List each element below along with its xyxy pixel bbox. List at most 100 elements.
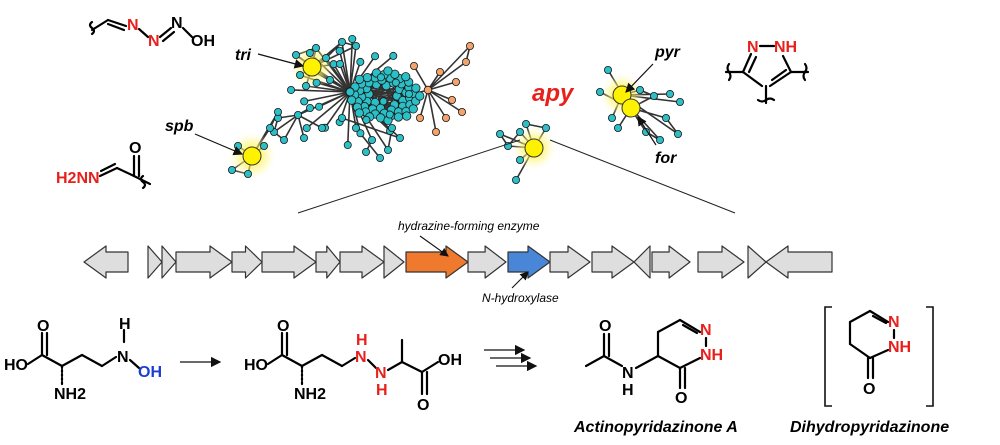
label-apy: apy: [532, 80, 575, 107]
highlighted-node: [621, 98, 641, 118]
network-node: [395, 133, 404, 142]
gene-arrow: [697, 245, 745, 279]
network-node: [321, 54, 330, 63]
gene-arrow: [231, 245, 263, 279]
network-node: [300, 97, 309, 106]
svg-text:N: N: [148, 33, 160, 50]
gene-arrow: [467, 245, 507, 279]
network-node: [522, 120, 531, 129]
structure-dihydropyridazinone: N NH O: [824, 306, 934, 407]
name-actinopyridazinone-a: Actinopyridazinone A: [573, 419, 738, 436]
arrow-for: [637, 115, 657, 146]
network-edge: [297, 114, 323, 129]
network-node: [345, 87, 355, 97]
network-node: [542, 124, 551, 133]
network-node: [404, 90, 413, 99]
svg-text:H: H: [356, 332, 368, 349]
network-node: [656, 135, 665, 144]
network-node: [604, 66, 613, 75]
label-hydrazine-enzyme: hydrazine-forming enzyme: [398, 219, 540, 233]
network-node: [402, 111, 412, 121]
gene-arrow: [315, 245, 341, 279]
network-node: [423, 85, 433, 95]
gene-arrow: [261, 245, 317, 279]
network-node: [361, 147, 370, 156]
network-node: [227, 165, 236, 174]
structure-hydrazone: H2NN O: [56, 140, 152, 190]
network-highlight-glows: [228, 45, 644, 180]
svg-text:O: O: [129, 140, 141, 157]
network-node: [441, 114, 450, 123]
network-node: [596, 88, 605, 97]
network-node: [273, 108, 282, 117]
svg-text:N: N: [747, 39, 759, 56]
network-node: [457, 108, 466, 117]
zoom-line-right: [549, 139, 736, 214]
label-n-hydroxylase: N-hydroxylase: [482, 291, 559, 305]
network-node: [233, 141, 242, 150]
svg-text:NH2: NH2: [294, 386, 326, 403]
gene-arrow: [175, 245, 233, 279]
svg-text:OH: OH: [191, 33, 215, 50]
similarity-network: [227, 34, 685, 184]
network-node: [317, 124, 326, 133]
network-node: [435, 68, 444, 77]
svg-text:H: H: [376, 382, 388, 399]
svg-text:N: N: [622, 365, 634, 382]
network-node: [411, 83, 421, 93]
network-edge: [427, 89, 437, 133]
network-edge: [427, 89, 447, 119]
svg-text:H: H: [622, 382, 634, 399]
label-pyr: pyr: [654, 44, 681, 61]
network-node: [347, 95, 357, 105]
network-node: [315, 102, 324, 111]
network-edge: [273, 114, 299, 133]
name-dihydropyridazinone: Dihydropyridazinone: [790, 419, 949, 436]
network-node: [291, 51, 300, 60]
gene-arrow: [651, 245, 691, 279]
network-node: [408, 104, 418, 114]
network-node: [516, 127, 525, 136]
network-node: [465, 42, 474, 51]
network-node: [495, 129, 504, 138]
network-node: [375, 153, 384, 162]
svg-text:NH: NH: [888, 339, 911, 356]
network-edge: [427, 45, 471, 91]
gene-arrow: [633, 245, 651, 279]
label-for: for: [655, 150, 677, 167]
network-node: [305, 49, 314, 58]
network-edge: [427, 89, 463, 113]
network-node: [356, 57, 365, 66]
svg-text:O: O: [277, 318, 289, 335]
network-node: [351, 124, 360, 133]
network-node: [401, 72, 411, 82]
network-node: [376, 73, 385, 82]
svg-text:HO: HO: [4, 357, 28, 374]
network-node: [461, 58, 470, 67]
network-node: [265, 124, 274, 133]
network-node: [391, 78, 400, 87]
arrow-spb: [194, 133, 244, 156]
network-labels: tri spb apy pyr for: [165, 44, 681, 167]
network-edge: [324, 91, 351, 129]
svg-text:O: O: [417, 397, 429, 414]
network-node: [302, 124, 311, 133]
svg-text:O: O: [599, 318, 611, 335]
network-node: [512, 175, 521, 184]
network-node: [259, 141, 268, 150]
network-edge: [427, 81, 457, 91]
label-spb: spb: [165, 118, 194, 135]
svg-text:N: N: [117, 349, 129, 366]
network-node: [451, 78, 460, 87]
network-node: [343, 141, 352, 150]
gene-arrow: [339, 245, 385, 279]
svg-text:OH: OH: [438, 352, 462, 369]
svg-text:H: H: [119, 316, 131, 333]
network-node: [367, 135, 376, 144]
network-node: [662, 114, 671, 123]
network-edge: [349, 45, 357, 93]
network-node: [409, 62, 418, 71]
network-node: [354, 74, 365, 84]
gene-arrow: [161, 245, 177, 279]
